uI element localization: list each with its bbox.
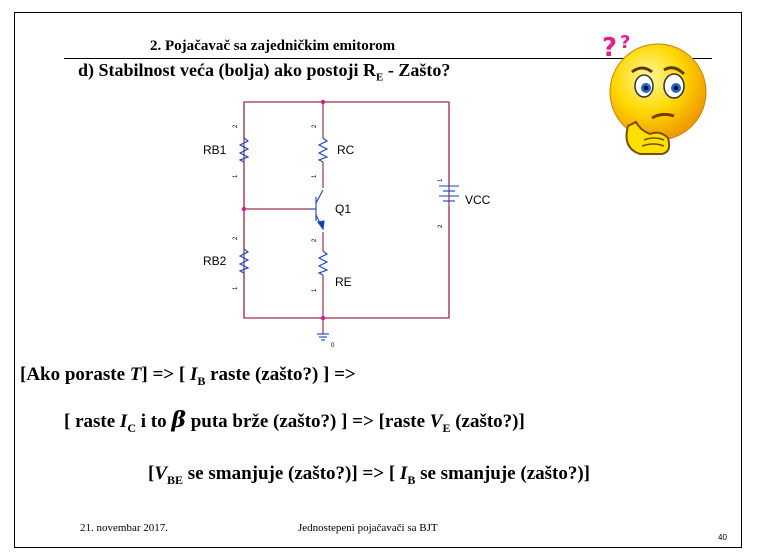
text-line-2: [ raste IC i to β puta brže (zašto?) ] =… [64, 407, 525, 435]
footer-date: 21. novembar 2017. [80, 522, 168, 534]
slide-title: 2. Pojačavač sa zajedničkim emitorom [150, 38, 396, 54]
page-number: 40 [718, 533, 727, 542]
text-line-3: [VBE se smanjuje (zašto?)] => [ IB se sm… [148, 463, 590, 487]
title-underline [64, 58, 712, 59]
footer-course: Jednostepeni pojačavači sa BJT [298, 522, 438, 534]
text-line-1: [Ako poraste T] => [ IB raste (zašto?) ]… [20, 364, 356, 388]
svg-text:?: ? [602, 33, 617, 63]
thinking-face-icon: ? ? [602, 32, 707, 155]
slide-subtitle: d) Stabilnost veća (bolja) ako postoji R… [78, 60, 451, 84]
svg-text:?: ? [620, 32, 630, 53]
